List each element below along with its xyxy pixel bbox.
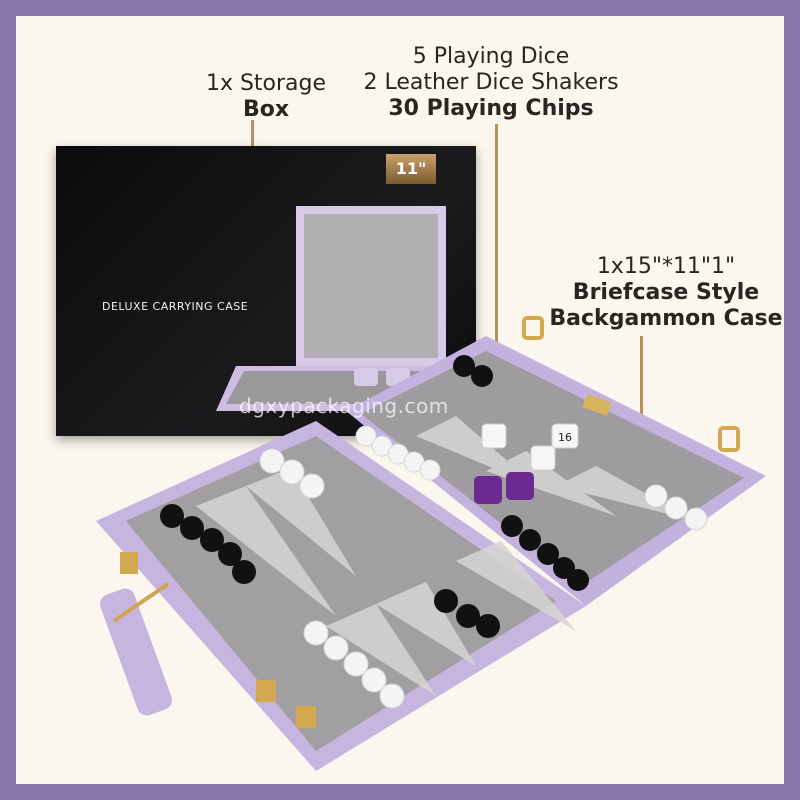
case-clasp-2: [256, 680, 276, 702]
case-hinge-loop-2: [718, 426, 740, 452]
box-dice-cup-1: [354, 368, 378, 386]
product-canvas: 1x Storage Box 5 Playing Dice 2 Leather …: [16, 16, 784, 784]
callout-stem-case: [640, 336, 643, 491]
case-clasp-1: [120, 552, 138, 574]
label-case-line3: Backgammon Case: [549, 306, 783, 331]
purple-die-2: [506, 472, 534, 500]
board-points-light: [196, 416, 696, 696]
callout-stem-contents: [495, 124, 498, 378]
white-chips: [259, 425, 708, 709]
label-storage-line2: Box: [242, 97, 290, 122]
white-die-1: [481, 423, 507, 449]
doubling-cube: [551, 423, 579, 449]
backgammon-case-image: 16: [96, 316, 766, 771]
purple-die-1: [474, 476, 502, 504]
label-storage-line1: 1x Storage: [205, 71, 327, 96]
box-caption: DELUXE CARRYING CASE: [102, 300, 249, 313]
label-case-line1: 1x15"*11"1": [596, 254, 736, 279]
label-case: 1x15"*11"1" Briefcase Style Backgammon C…: [541, 254, 784, 332]
label-case-line2: Briefcase Style: [572, 280, 760, 305]
case-clasp-3: [296, 706, 316, 728]
case-hinge-loop-1: [522, 316, 544, 340]
watermark: dgxypackaging.com: [239, 394, 449, 418]
label-contents-line2: 2 Leather Dice Shakers: [363, 70, 619, 95]
handle-bracket: [112, 582, 170, 623]
box-case-felt: [304, 214, 438, 358]
label-contents: 5 Playing Dice 2 Leather Dice Shakers 30…: [341, 44, 641, 122]
label-contents-line3: 30 Playing Chips: [388, 96, 594, 121]
black-chips: [160, 355, 589, 638]
box-open-case-illustration: [216, 206, 456, 411]
doubling-cube-value: 16: [558, 431, 572, 444]
brand-plate: [582, 393, 612, 417]
white-die-2: [530, 445, 556, 471]
size-badge: 11": [386, 154, 436, 184]
label-contents-line1: 5 Playing Dice: [412, 44, 570, 69]
label-storage-box: 1x Storage Box: [176, 71, 356, 123]
